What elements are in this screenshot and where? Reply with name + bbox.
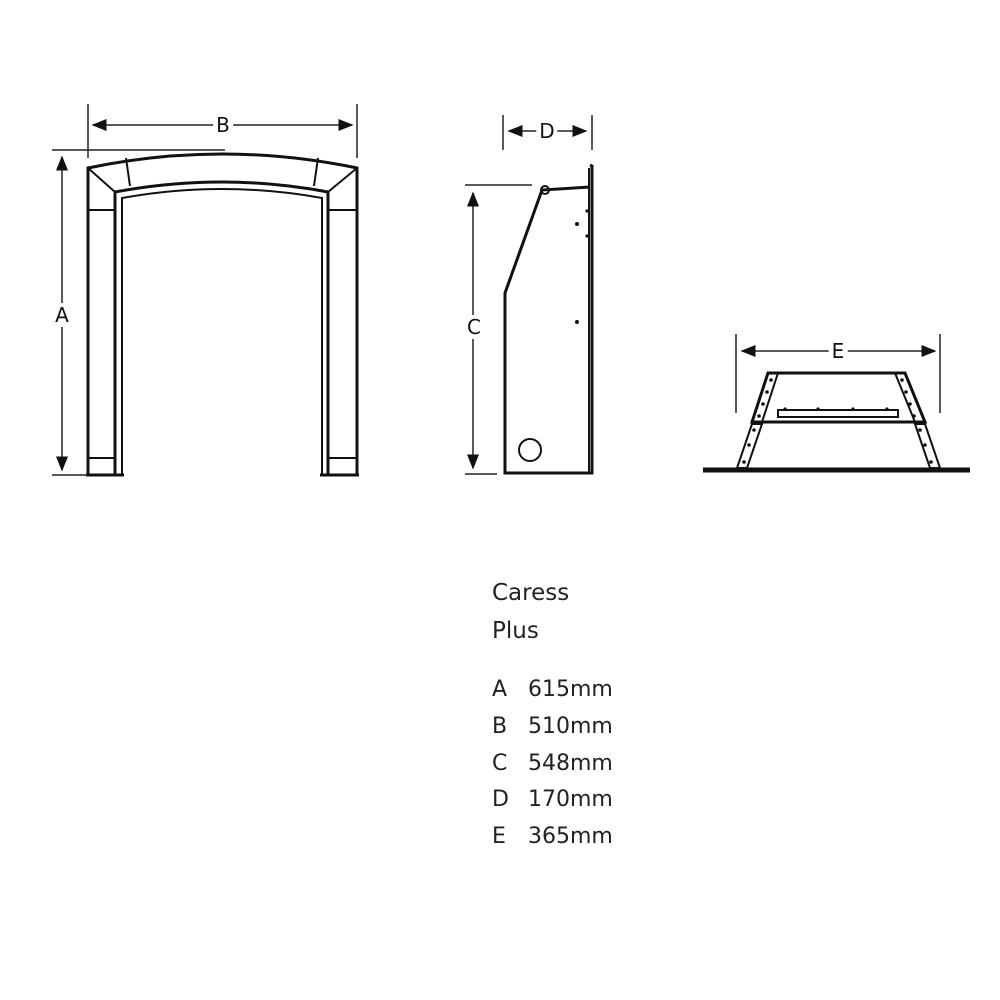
dimension-row-a: A 615mm: [492, 672, 613, 709]
dimension-key: B: [492, 713, 508, 739]
product-title-line2: Plus: [492, 618, 539, 644]
dimension-value: 615mm: [528, 677, 613, 702]
side-view: [503, 163, 594, 475]
front-view: [86, 152, 359, 477]
dimension-value: 365mm: [528, 824, 613, 850]
dimension-value: 170mm: [528, 787, 613, 813]
dimension-row-b: B 510mm: [492, 709, 613, 746]
label-c: C: [464, 315, 484, 339]
dimensions-list: A 615mm B 510mm C 548mm D 170mm E 365mm: [492, 672, 613, 856]
dimension-value: 548mm: [528, 750, 613, 776]
label-b: B: [213, 113, 233, 137]
dimension-key: D: [492, 787, 509, 813]
dimension-key: E: [492, 824, 506, 850]
label-d: D: [536, 119, 558, 143]
dimension-value: 510mm: [528, 713, 613, 739]
dimension-a: [52, 149, 225, 476]
dimension-row-c: C 548mm: [492, 746, 613, 783]
dimension-key: C: [492, 750, 508, 776]
label-a: A: [52, 303, 72, 327]
dimension-key: A: [492, 677, 508, 702]
product-title-line1: Caress: [492, 580, 570, 606]
dimension-row-d: D 170mm: [492, 782, 613, 819]
label-e: E: [828, 339, 848, 363]
product-title: Caress Plus: [492, 574, 569, 650]
top-view: [703, 371, 970, 473]
dimension-row-e: E 365mm: [492, 819, 613, 856]
